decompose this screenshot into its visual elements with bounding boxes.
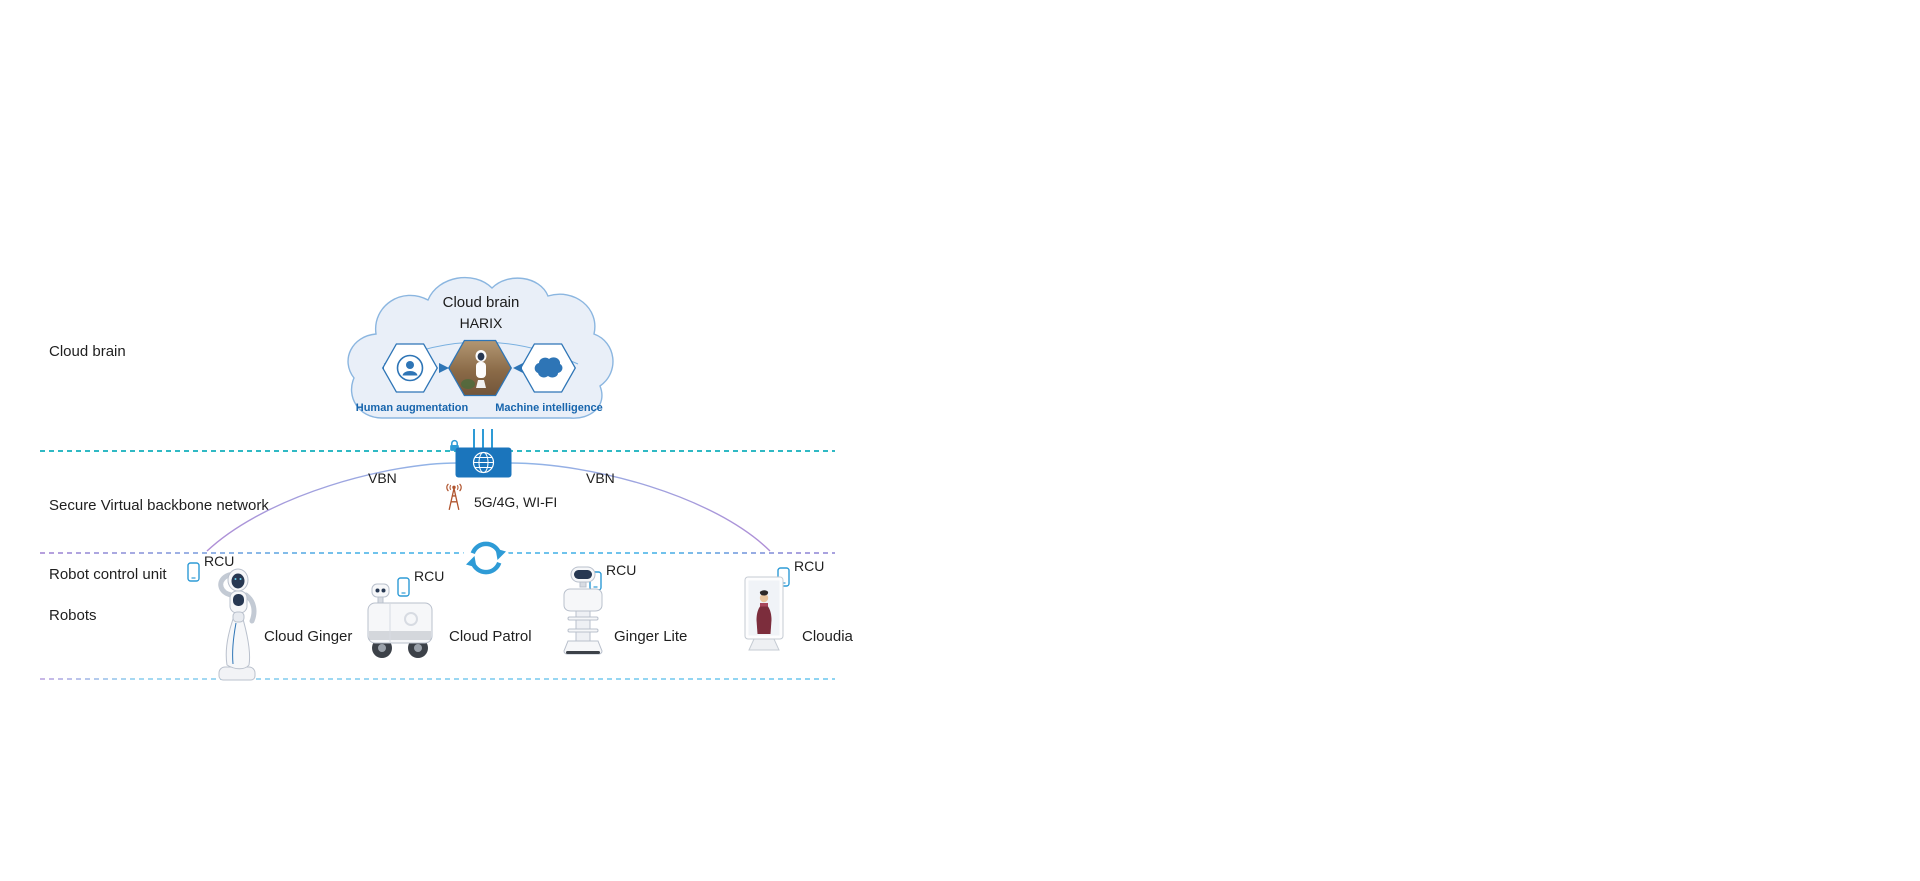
robot-label-ginger-lite: Ginger Lite <box>614 628 688 645</box>
robot-label-cloudia: Cloudia <box>802 628 853 645</box>
layer-label-robot-control-unit: Robot control unit <box>49 566 167 583</box>
caption-machine-intelligence: Machine intelligence <box>495 402 603 414</box>
connector-line <box>482 429 484 448</box>
layer-label-secure-vbn: Secure Virtual backbone network <box>49 497 269 514</box>
rcu-label: RCU <box>794 558 825 574</box>
antenna-icon <box>446 483 462 510</box>
divider-cloud-network <box>40 450 835 452</box>
globe-router-icon <box>455 447 512 478</box>
cloudia-image <box>744 576 784 651</box>
hexagon-human-augmentation <box>382 343 438 393</box>
cloud-subtitle: HARIX <box>459 315 503 331</box>
rcu-label: RCU <box>204 553 235 569</box>
robot-label-cloud-patrol: Cloud Patrol <box>449 628 532 645</box>
rcu-label: RCU <box>414 568 445 584</box>
layer-label-cloud-brain: Cloud brain <box>49 343 126 360</box>
caption-human-augmentation: Human augmentation <box>355 402 469 414</box>
divider-robots-bottom <box>40 678 835 680</box>
cloud-brain-group: Cloud brain HARIX <box>342 268 620 430</box>
vbn-label-left: VBN <box>368 470 397 486</box>
person-icon <box>383 344 437 392</box>
cloud-ginger-image <box>218 568 257 681</box>
vbn-label-right: VBN <box>586 470 615 486</box>
wireless-label: 5G/4G, WI-FI <box>474 494 558 510</box>
robot-label-cloud-ginger: Cloud Ginger <box>264 628 353 645</box>
cloud-patrol-image <box>367 583 433 658</box>
divider-network-rcu <box>40 552 835 554</box>
cloud-title: Cloud brain <box>442 294 520 311</box>
phone-icon <box>397 577 410 597</box>
connector-line <box>491 429 493 448</box>
rcu-label: RCU <box>606 562 637 578</box>
sync-arrows-icon <box>463 535 509 581</box>
layer-label-robots: Robots <box>49 607 97 624</box>
ginger-lite-image <box>563 566 603 655</box>
phone-icon <box>187 562 200 582</box>
connector-line <box>473 429 475 448</box>
